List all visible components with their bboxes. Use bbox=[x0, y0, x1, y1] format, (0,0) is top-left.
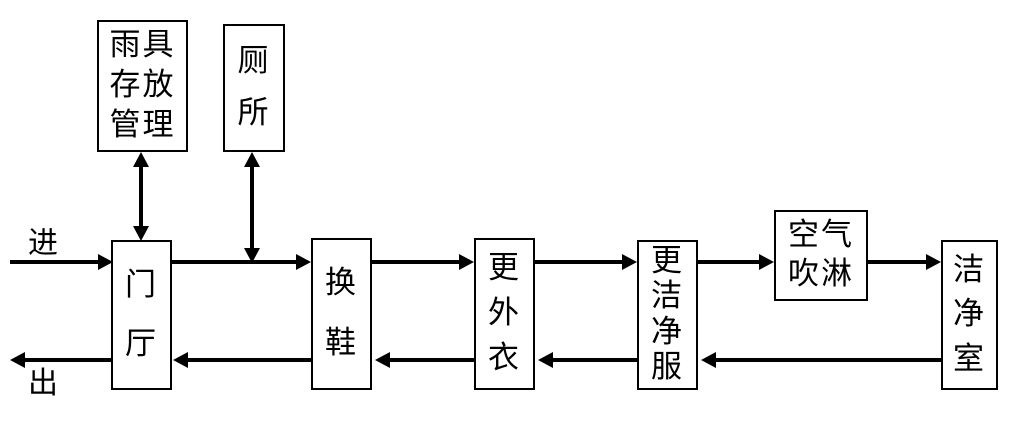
box-air-shower-line-0: 空气 bbox=[788, 216, 854, 253]
arrow-toilet-corridor-head-up bbox=[244, 152, 260, 167]
box-change-cleanroom-garment-line-3: 服 bbox=[651, 349, 684, 386]
box-toilet[interactable]: 厕 所 bbox=[223, 24, 285, 152]
box-change-cleanroom-garment[interactable]: 更 洁 净 服 bbox=[637, 240, 698, 390]
box-cleanroom[interactable]: 洁 净 室 bbox=[941, 240, 998, 390]
box-cleanroom-line-1: 净 bbox=[953, 296, 986, 333]
arrow-change-outerwear-to-change-garment-line bbox=[535, 260, 625, 264]
box-rain-gear-storage-line-1: 存放 bbox=[109, 67, 176, 104]
box-change-cleanroom-garment-line-2: 净 bbox=[651, 313, 684, 350]
box-change-cleanroom-garment-line-1: 洁 bbox=[651, 278, 684, 315]
arrow-change-outerwear-to-change-garment-head bbox=[622, 254, 637, 270]
box-change-outerwear-line-0: 更 bbox=[488, 250, 521, 287]
box-entrance-hall-line-0: 门 bbox=[125, 266, 158, 303]
arrow-entrance-hall-to-change-shoes-line bbox=[172, 260, 299, 264]
box-rain-gear-storage-line-2: 管理 bbox=[109, 107, 176, 144]
arrow-change-outerwear-to-change-shoes-head bbox=[375, 352, 390, 368]
arrow-enter-to-entrance-hall-head bbox=[98, 254, 113, 270]
arrow-rain-gear-entrance-hall-line bbox=[139, 160, 143, 232]
arrow-toilet-corridor-head-down bbox=[244, 248, 260, 263]
enter-label: 进 bbox=[28, 226, 58, 261]
arrow-entrance-hall-to-change-shoes-head bbox=[296, 254, 311, 270]
box-toilet-line-1: 所 bbox=[237, 95, 271, 132]
exit-label: 出 bbox=[28, 366, 58, 401]
box-air-shower-line-1: 吹淋 bbox=[788, 256, 854, 293]
box-change-shoes[interactable]: 换 鞋 bbox=[311, 238, 372, 390]
arrow-toilet-corridor-line bbox=[250, 160, 254, 254]
arrow-air-shower-to-cleanroom-line bbox=[868, 260, 929, 264]
arrow-change-shoes-to-change-outerwear-line bbox=[372, 260, 462, 264]
box-entrance-hall-line-1: 厅 bbox=[125, 325, 158, 362]
arrow-change-garment-to-change-outerwear-line bbox=[551, 358, 637, 362]
box-cleanroom-line-0: 洁 bbox=[953, 251, 986, 288]
box-change-outerwear-line-1: 外 bbox=[488, 295, 521, 332]
arrow-cleanroom-to-change-garment-head bbox=[701, 352, 716, 368]
box-rain-gear-storage[interactable]: 雨具 存放 管理 bbox=[97, 20, 188, 152]
box-change-outerwear[interactable]: 更 外 衣 bbox=[474, 238, 535, 390]
arrow-change-shoes-to-entrance-hall-head bbox=[173, 352, 188, 368]
arrow-change-shoes-to-entrance-hall-line bbox=[186, 358, 311, 362]
arrow-entrance-hall-to-exit-line bbox=[22, 358, 111, 362]
arrow-change-garment-to-air-shower-head bbox=[759, 254, 774, 270]
box-rain-gear-storage-line-0: 雨具 bbox=[109, 27, 176, 64]
arrow-change-outerwear-to-change-shoes-line bbox=[388, 358, 474, 362]
box-change-outerwear-line-2: 衣 bbox=[488, 340, 521, 377]
box-entrance-hall[interactable]: 门 厅 bbox=[111, 240, 172, 390]
arrow-cleanroom-to-change-garment-line bbox=[714, 358, 941, 362]
box-cleanroom-line-2: 室 bbox=[953, 340, 986, 377]
arrow-change-garment-to-air-shower-line bbox=[698, 260, 762, 264]
box-change-shoes-line-0: 换 bbox=[325, 265, 358, 302]
box-change-shoes-line-1: 鞋 bbox=[325, 325, 358, 362]
box-change-cleanroom-garment-line-0: 更 bbox=[651, 242, 684, 279]
arrow-air-shower-to-cleanroom-head bbox=[926, 254, 941, 270]
arrow-entrance-hall-to-exit-head bbox=[10, 352, 25, 368]
box-air-shower[interactable]: 空气 吹淋 bbox=[774, 210, 868, 301]
arrow-change-shoes-to-change-outerwear-head bbox=[459, 254, 474, 270]
arrow-enter-to-entrance-hall-line bbox=[10, 260, 106, 264]
arrow-rain-gear-entrance-hall-head-down bbox=[133, 226, 149, 241]
box-toilet-line-0: 厕 bbox=[237, 43, 271, 80]
arrow-change-garment-to-change-outerwear-head bbox=[538, 352, 553, 368]
arrow-rain-gear-entrance-hall-head-up bbox=[133, 152, 149, 167]
